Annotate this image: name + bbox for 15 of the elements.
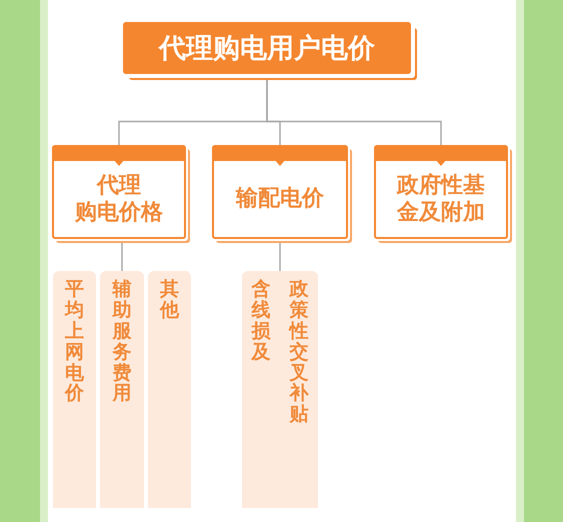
node-label: 政策性交叉补贴: [290, 279, 308, 426]
item-column: [53, 271, 96, 508]
title-box: [123, 22, 411, 74]
node-label: 输配电价: [234, 185, 325, 213]
node-label: 平均上网电价: [65, 279, 84, 404]
item-column: [148, 271, 191, 508]
item-column: [242, 271, 318, 508]
node-label: 代理购电价格: [74, 172, 164, 226]
node-label: 政府性基金及附加: [396, 172, 486, 226]
connector-line: [121, 243, 123, 271]
node-label: 含线损及: [252, 279, 270, 363]
node-label: 辅助服务费用: [112, 279, 132, 404]
node-label: 代理购电用户电价: [159, 32, 375, 66]
item-column: [100, 271, 144, 508]
node-label: 其他: [160, 279, 179, 321]
